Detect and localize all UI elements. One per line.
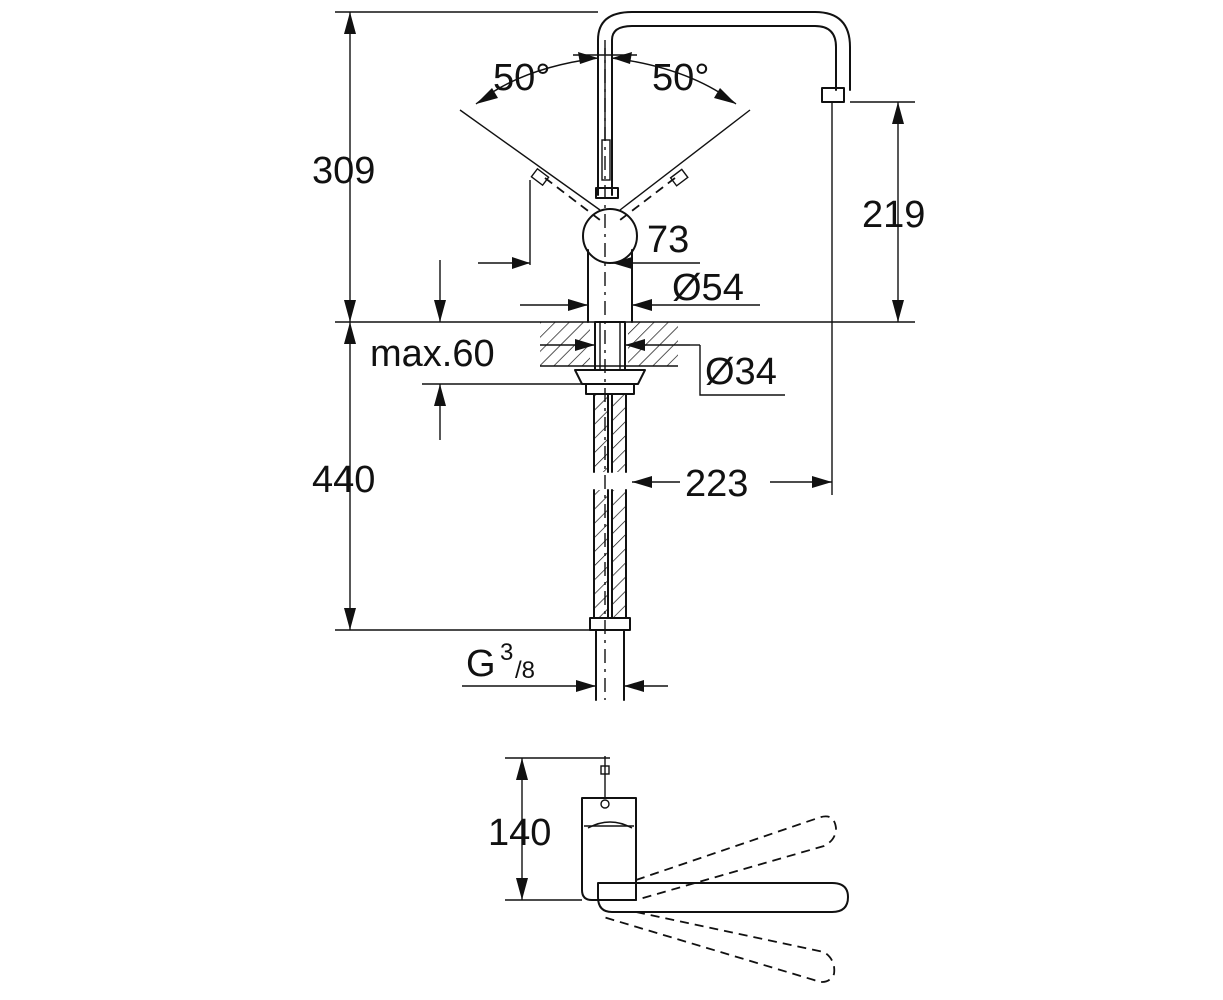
side-elevation: 50° 50°: [312, 11, 925, 701]
thread-num-label: 3: [500, 639, 513, 666]
angle-left-label: 50°: [493, 57, 550, 99]
plan-depth-label: 140: [488, 812, 551, 854]
height-total-label: 309: [312, 150, 375, 192]
thread-den-label: /8: [515, 657, 535, 684]
plan-lever: [597, 882, 849, 913]
supply-hoses: [589, 393, 631, 701]
below-deck-label: 440: [312, 459, 375, 501]
spout-tip: [821, 87, 845, 103]
reach-label: 223: [685, 463, 748, 505]
body-diameter-label: Ø54: [672, 267, 744, 309]
height-spout-label: 219: [862, 194, 925, 236]
plan-lever-swivel-down: [599, 911, 836, 983]
spout-inner: [611, 25, 837, 91]
lever-knob: [582, 208, 638, 264]
plan-body: [581, 797, 637, 901]
mounting-nut: [574, 369, 646, 385]
angle-right-label: 50°: [652, 57, 709, 99]
plan-view: 140: [488, 756, 849, 983]
thread-main-label: G: [466, 643, 496, 685]
hole-diameter-label: Ø34: [705, 351, 777, 393]
max-thickness-label: max.60: [370, 333, 495, 375]
plan-lever-swivel-up: [635, 815, 837, 901]
lever-size-label: 73: [647, 219, 689, 261]
spout-outer: [597, 11, 851, 91]
riser-collar: [595, 187, 619, 199]
